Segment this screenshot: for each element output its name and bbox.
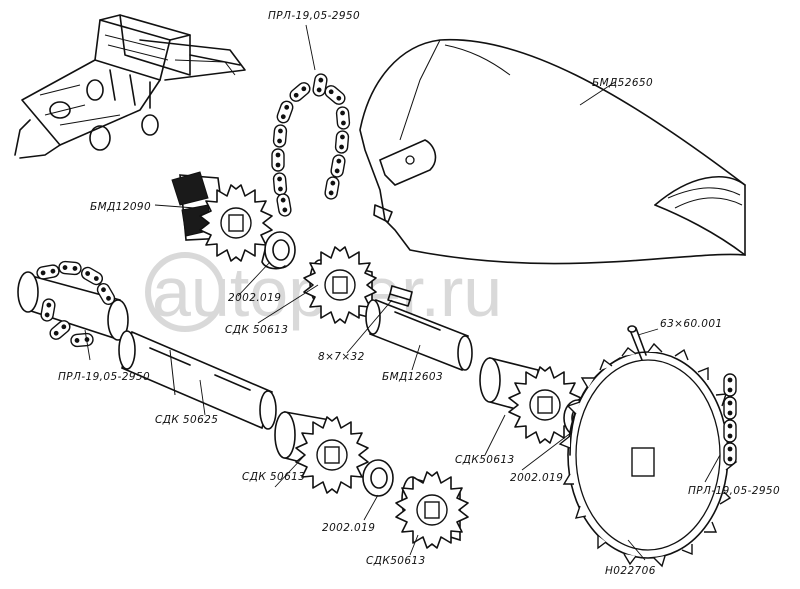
shaft-short-part <box>365 298 473 372</box>
label-washer-1: 2002.019 <box>228 292 281 304</box>
label-cover: БМД52650 <box>592 77 653 89</box>
key-part <box>387 284 413 307</box>
label-washer-2: 2002.019 <box>510 472 563 484</box>
label-sprocket-3: СДК50613 <box>455 454 515 466</box>
label-chain-right: ПРЛ-19,05-2950 <box>688 485 780 497</box>
sprocket-hub-top-part <box>171 171 273 262</box>
label-shaft-long: СДК 50625 <box>155 414 218 426</box>
label-sprocket-2: СДК 50613 <box>242 471 305 483</box>
cover-part <box>359 38 746 265</box>
chain-right-part <box>723 373 737 466</box>
chain-top-part <box>271 72 351 218</box>
sprocket-2-part <box>274 411 369 494</box>
washer-3-part <box>362 459 394 497</box>
washer-1-part <box>261 231 296 270</box>
label-pin: 63×60.001 <box>660 318 723 330</box>
label-washer-3: 2002.019 <box>322 522 375 534</box>
sprocket-1-part <box>303 246 377 324</box>
label-key: 8×7×32 <box>318 351 365 363</box>
sprocket-4-part <box>395 471 469 549</box>
leader-lines <box>84 24 721 561</box>
label-chain-left: ПРЛ-19,05-2950 <box>58 371 150 383</box>
label-sprocket-1: СДК 50613 <box>225 324 288 336</box>
label-large-sprocket: Н022706 <box>605 565 656 577</box>
sprocket-3-part <box>479 356 582 444</box>
label-sprocket-hub-top: БМД12090 <box>90 201 151 213</box>
shaft-long-part <box>118 330 277 430</box>
part-labels: ПРЛ-19,05-2950 БМД52650 БМД12090 2002.01… <box>58 10 780 577</box>
chain-left-part <box>17 260 129 348</box>
label-shaft-short: БМД12603 <box>382 371 443 383</box>
pin-part <box>627 325 647 361</box>
machine-overview-illustration <box>14 14 246 159</box>
large-sprocket-part <box>558 342 738 568</box>
label-sprocket-4: СДК50613 <box>366 555 426 567</box>
label-chain-top: ПРЛ-19,05-2950 <box>268 10 360 22</box>
